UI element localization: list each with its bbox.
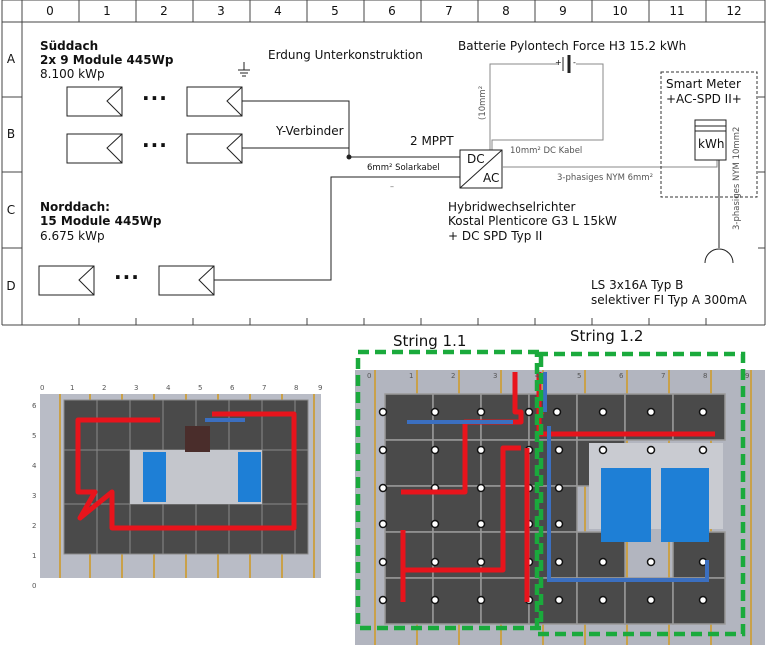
dots-row3: ···: [114, 265, 140, 289]
battery-cable: [489, 63, 604, 150]
svg-text:9: 9: [745, 372, 749, 380]
nord-modules: [38, 265, 215, 296]
smart-meter-line1: Smart Meter: [666, 77, 741, 91]
inverter-line3: + DC SPD Typ II: [448, 229, 543, 243]
column-header-5: 5: [331, 4, 339, 18]
right-roof-plan: 0 1 2 3 4 5 6 7 8 9: [355, 349, 765, 645]
yverbinder-label: Y-Verbinder: [276, 124, 344, 138]
svg-text:5: 5: [198, 384, 202, 392]
svg-text:5: 5: [577, 372, 581, 380]
nord-modules: 15 Module 445Wp: [40, 214, 162, 228]
battery-minus: -: [573, 58, 576, 67]
column-header-0: 0: [46, 4, 54, 18]
dc-kabel-label: 10mm² DC Kabel: [510, 146, 583, 156]
row-label-d: D: [6, 279, 16, 293]
column-header-4: 4: [274, 4, 282, 18]
smart-meter-box: [660, 71, 758, 198]
svg-text:4: 4: [32, 462, 37, 470]
wiring: [214, 62, 460, 281]
left-roof-plan: 0 1 2 3 4 5 6 7 8 9 6 5 4 3 2 1 0: [30, 382, 330, 592]
svg-text:7: 7: [262, 384, 266, 392]
nym-v-label: 3-phasiges NYM 10mm2: [732, 126, 742, 230]
kwh-meter: [694, 119, 727, 161]
sued-modules-row2: [66, 133, 243, 164]
blue-lines: [407, 372, 709, 582]
svg-text:4: 4: [166, 384, 171, 392]
string-1-1-box: [355, 349, 544, 631]
column-header-8: 8: [502, 4, 510, 18]
svg-text:7: 7: [661, 372, 665, 380]
string-1-1-label: String 1.1: [393, 332, 467, 350]
column-header-11: 11: [669, 4, 685, 18]
svg-text:2: 2: [451, 372, 455, 380]
battery-plus: +: [555, 58, 562, 67]
svg-text:5: 5: [32, 432, 36, 440]
battery-cable-label: (10mm²: [478, 85, 488, 120]
column-header-3: 3: [217, 4, 225, 18]
ac-label: AC: [483, 171, 500, 185]
inverter-box: [459, 149, 503, 189]
svg-text:3: 3: [134, 384, 138, 392]
schematic-grid: [1, 0, 766, 326]
svg-text:6: 6: [32, 402, 37, 410]
string-1-1-red: [400, 372, 530, 602]
string-1-2-label: String 1.2: [570, 327, 644, 345]
svg-text:3: 3: [32, 492, 36, 500]
fi-label: selektiver FI Typ A 300mA: [591, 293, 747, 307]
row-label-a: A: [6, 52, 16, 66]
column-header-9: 9: [559, 4, 567, 18]
dots-row1: ···: [142, 86, 168, 110]
row-label-c: C: [6, 203, 16, 217]
dash-label: –: [390, 182, 394, 191]
svg-text:1: 1: [409, 372, 413, 380]
battery-label: Batterie Pylontech Force H3 15.2 kWh: [458, 39, 687, 53]
grid-connection: [704, 160, 734, 264]
svg-text:0: 0: [367, 372, 371, 380]
svg-text:0: 0: [40, 384, 44, 392]
dots-row2: ···: [142, 133, 168, 157]
smart-meter-line2: +AC-SPD II+: [666, 92, 742, 106]
svg-text:6: 6: [230, 384, 235, 392]
nym-h-label: 3-phasiges NYM 6mm²: [557, 173, 653, 183]
right-plan-ticks: 0 1 2 3 4 5 6 7 8 9: [367, 372, 749, 380]
sued-modules: 2x 9 Module 445Wp: [40, 53, 174, 67]
svg-text:6: 6: [619, 372, 624, 380]
mppt-label: 2 MPPT: [410, 134, 454, 148]
string-1-2-box: [534, 351, 746, 637]
column-header-12: 12: [726, 4, 742, 18]
svg-text:2: 2: [102, 384, 106, 392]
battery-symbol: [562, 55, 571, 73]
column-header-2: 2: [160, 4, 168, 18]
nord-title: Norddach:: [40, 200, 110, 214]
sued-title: Süddach: [40, 39, 99, 53]
left-plan-ticks: 0 1 2 3 4 5 6 7 8 9 6 5 4 3 2 1 0: [32, 384, 322, 590]
kwh-label: kWh: [698, 137, 725, 151]
svg-text:0: 0: [32, 582, 36, 590]
svg-text:2: 2: [32, 522, 36, 530]
sued-modules-row1: [66, 86, 243, 117]
svg-text:3: 3: [493, 372, 497, 380]
column-header-6: 6: [388, 4, 396, 18]
solarkabel-label: 6mm² Solarkabel: [367, 163, 440, 173]
svg-text:8: 8: [703, 372, 707, 380]
dc-label: DC: [467, 152, 485, 166]
sued-power: 8.100 kWp: [40, 67, 105, 81]
svg-text:8: 8: [294, 384, 298, 392]
ls-label: LS 3x16A Typ B: [591, 278, 684, 292]
column-header-7: 7: [445, 4, 453, 18]
svg-text:4: 4: [535, 372, 540, 380]
row-label-b: B: [6, 127, 16, 141]
svg-text:1: 1: [70, 384, 74, 392]
inverter-line1: Hybridwechselrichter: [448, 200, 576, 214]
inverter-line2: Kostal Plenticore G3 L 15kW: [448, 214, 617, 228]
svg-text:1: 1: [32, 552, 36, 560]
nord-power: 6.675 kWp: [40, 229, 105, 243]
ac-line: [502, 160, 718, 168]
column-header-1: 1: [103, 4, 111, 18]
svg-text:9: 9: [318, 384, 322, 392]
erdung-label: Erdung Unterkonstruktion: [268, 48, 423, 62]
column-header-10: 10: [612, 4, 628, 18]
